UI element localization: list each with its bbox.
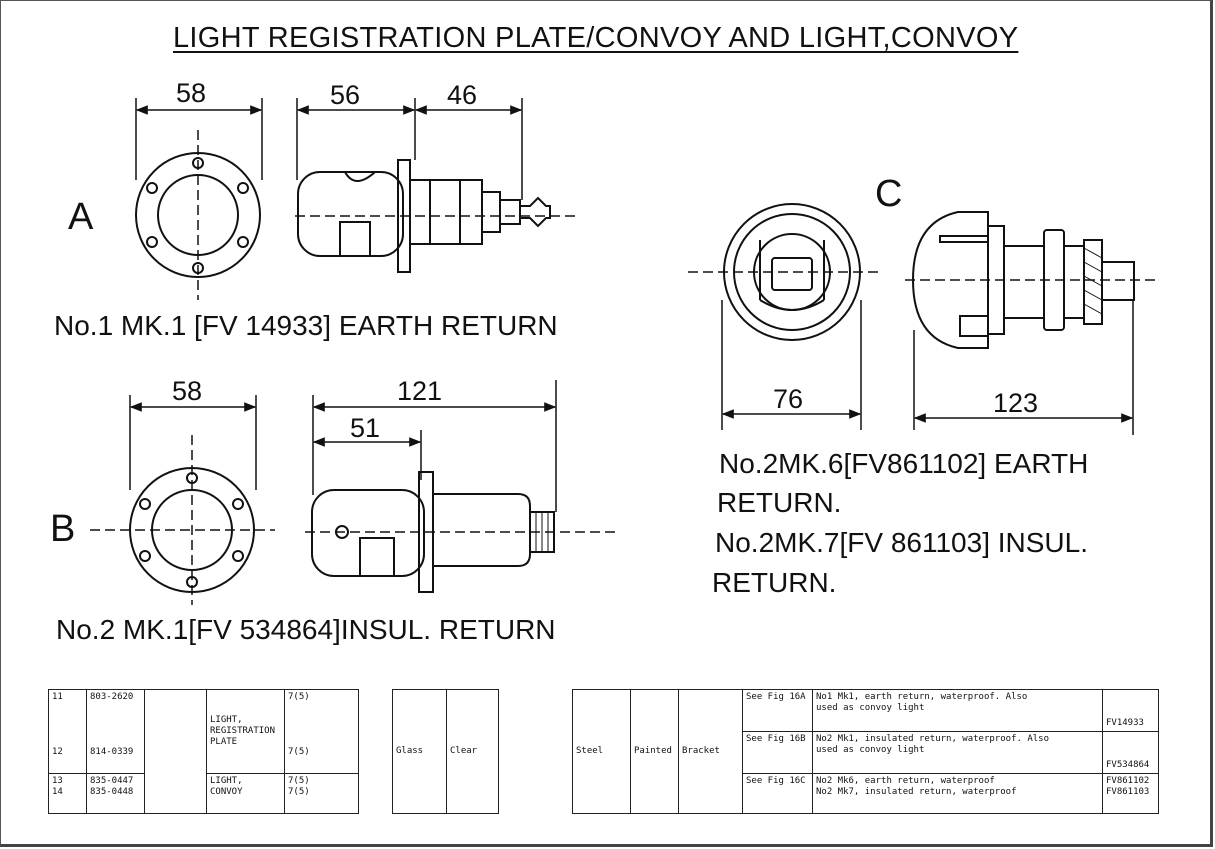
- table-spacer: [498, 689, 573, 814]
- figure-a-caption: No.1 MK.1 [FV 14933] EARTH RETURN: [54, 310, 558, 341]
- page-title: LIGHT REGISTRATION PLATE/CONVOY AND LIGH…: [173, 22, 1019, 54]
- table-cell-lens-material: Glass: [392, 689, 447, 814]
- table-cell-fig-ref: See Fig 16A: [742, 689, 813, 732]
- table-cell-lens-colour: Clear: [446, 689, 499, 814]
- figure-c-caption-line-1: No.2MK.6[FV861102] EARTH: [719, 448, 1089, 479]
- figure-b-letter: B: [50, 508, 76, 550]
- table-cell-part-no: 835-0447 835-0448: [86, 773, 145, 814]
- figure-a-dim-width: 58: [176, 78, 207, 108]
- figure-b-drawing: [90, 380, 620, 605]
- figure-c-drawing: [688, 203, 1155, 435]
- table-cell-qty: 7(5): [284, 689, 359, 732]
- table-cell-item: 13 14: [48, 773, 87, 814]
- table-cell-fig-ref: See Fig 16B: [742, 731, 813, 774]
- figure-c-letter: C: [875, 173, 903, 215]
- table-cell-fv-number: FV861102 FV861103: [1102, 773, 1159, 814]
- figure-b-dim-length: 121: [397, 376, 443, 406]
- figure-c-dim-length: 123: [993, 388, 1039, 418]
- table-cell-fig-ref: See Fig 16C: [742, 773, 813, 814]
- table-cell-part-no: 803-2620: [86, 689, 145, 732]
- table-cell-name-registration: LIGHT, REGISTRATION PLATE: [206, 689, 285, 774]
- table-cell-description: No2 Mk1, insulated return, waterproof. A…: [812, 731, 1103, 774]
- table-cell-description: No2 Mk6, earth return, waterproof No2 Mk…: [812, 773, 1103, 814]
- table-cell-item: 11: [48, 689, 87, 732]
- table-cell-body-material: Steel: [572, 689, 631, 814]
- table-cell-fv-number: FV14933: [1102, 689, 1159, 732]
- table-cell-part-no: 814-0339: [86, 731, 145, 774]
- table-spacer: [358, 689, 393, 814]
- table-cell-blank: [144, 689, 207, 814]
- table-cell-mounting: Bracket: [678, 689, 743, 814]
- figure-b-caption: No.2 MK.1[FV 534864]INSUL. RETURN: [56, 614, 556, 645]
- figure-a-dim-body: 56: [330, 80, 361, 110]
- table-cell-finish: Painted: [630, 689, 679, 814]
- parts-table: 11 803-2620 LIGHT, REGISTRATION PLATE 7(…: [48, 689, 1159, 814]
- figure-b-dim-body: 51: [350, 413, 381, 443]
- figure-b-dim-width: 58: [172, 376, 203, 406]
- figure-a-drawing: [135, 98, 578, 300]
- table-cell-description: No1 Mk1, earth return, waterproof. Also …: [812, 689, 1103, 732]
- figure-c-dim-diameter: 76: [773, 384, 804, 414]
- table-cell-fv-number: FV534864: [1102, 731, 1159, 774]
- table-cell-qty: 7(5): [284, 731, 359, 774]
- table-cell-name-convoy: LIGHT, CONVOY: [206, 773, 285, 814]
- figure-a-letter: A: [68, 196, 94, 238]
- figure-c-caption-line-2: RETURN.: [717, 487, 842, 518]
- table-cell-item: 12: [48, 731, 87, 774]
- figure-c-caption-line-3: No.2MK.7[FV 861103] INSUL.: [715, 527, 1088, 558]
- table-cell-qty: 7(5) 7(5): [284, 773, 359, 814]
- figure-a-dim-rear: 46: [447, 80, 478, 110]
- figure-c-caption-line-4: RETURN.: [712, 567, 837, 598]
